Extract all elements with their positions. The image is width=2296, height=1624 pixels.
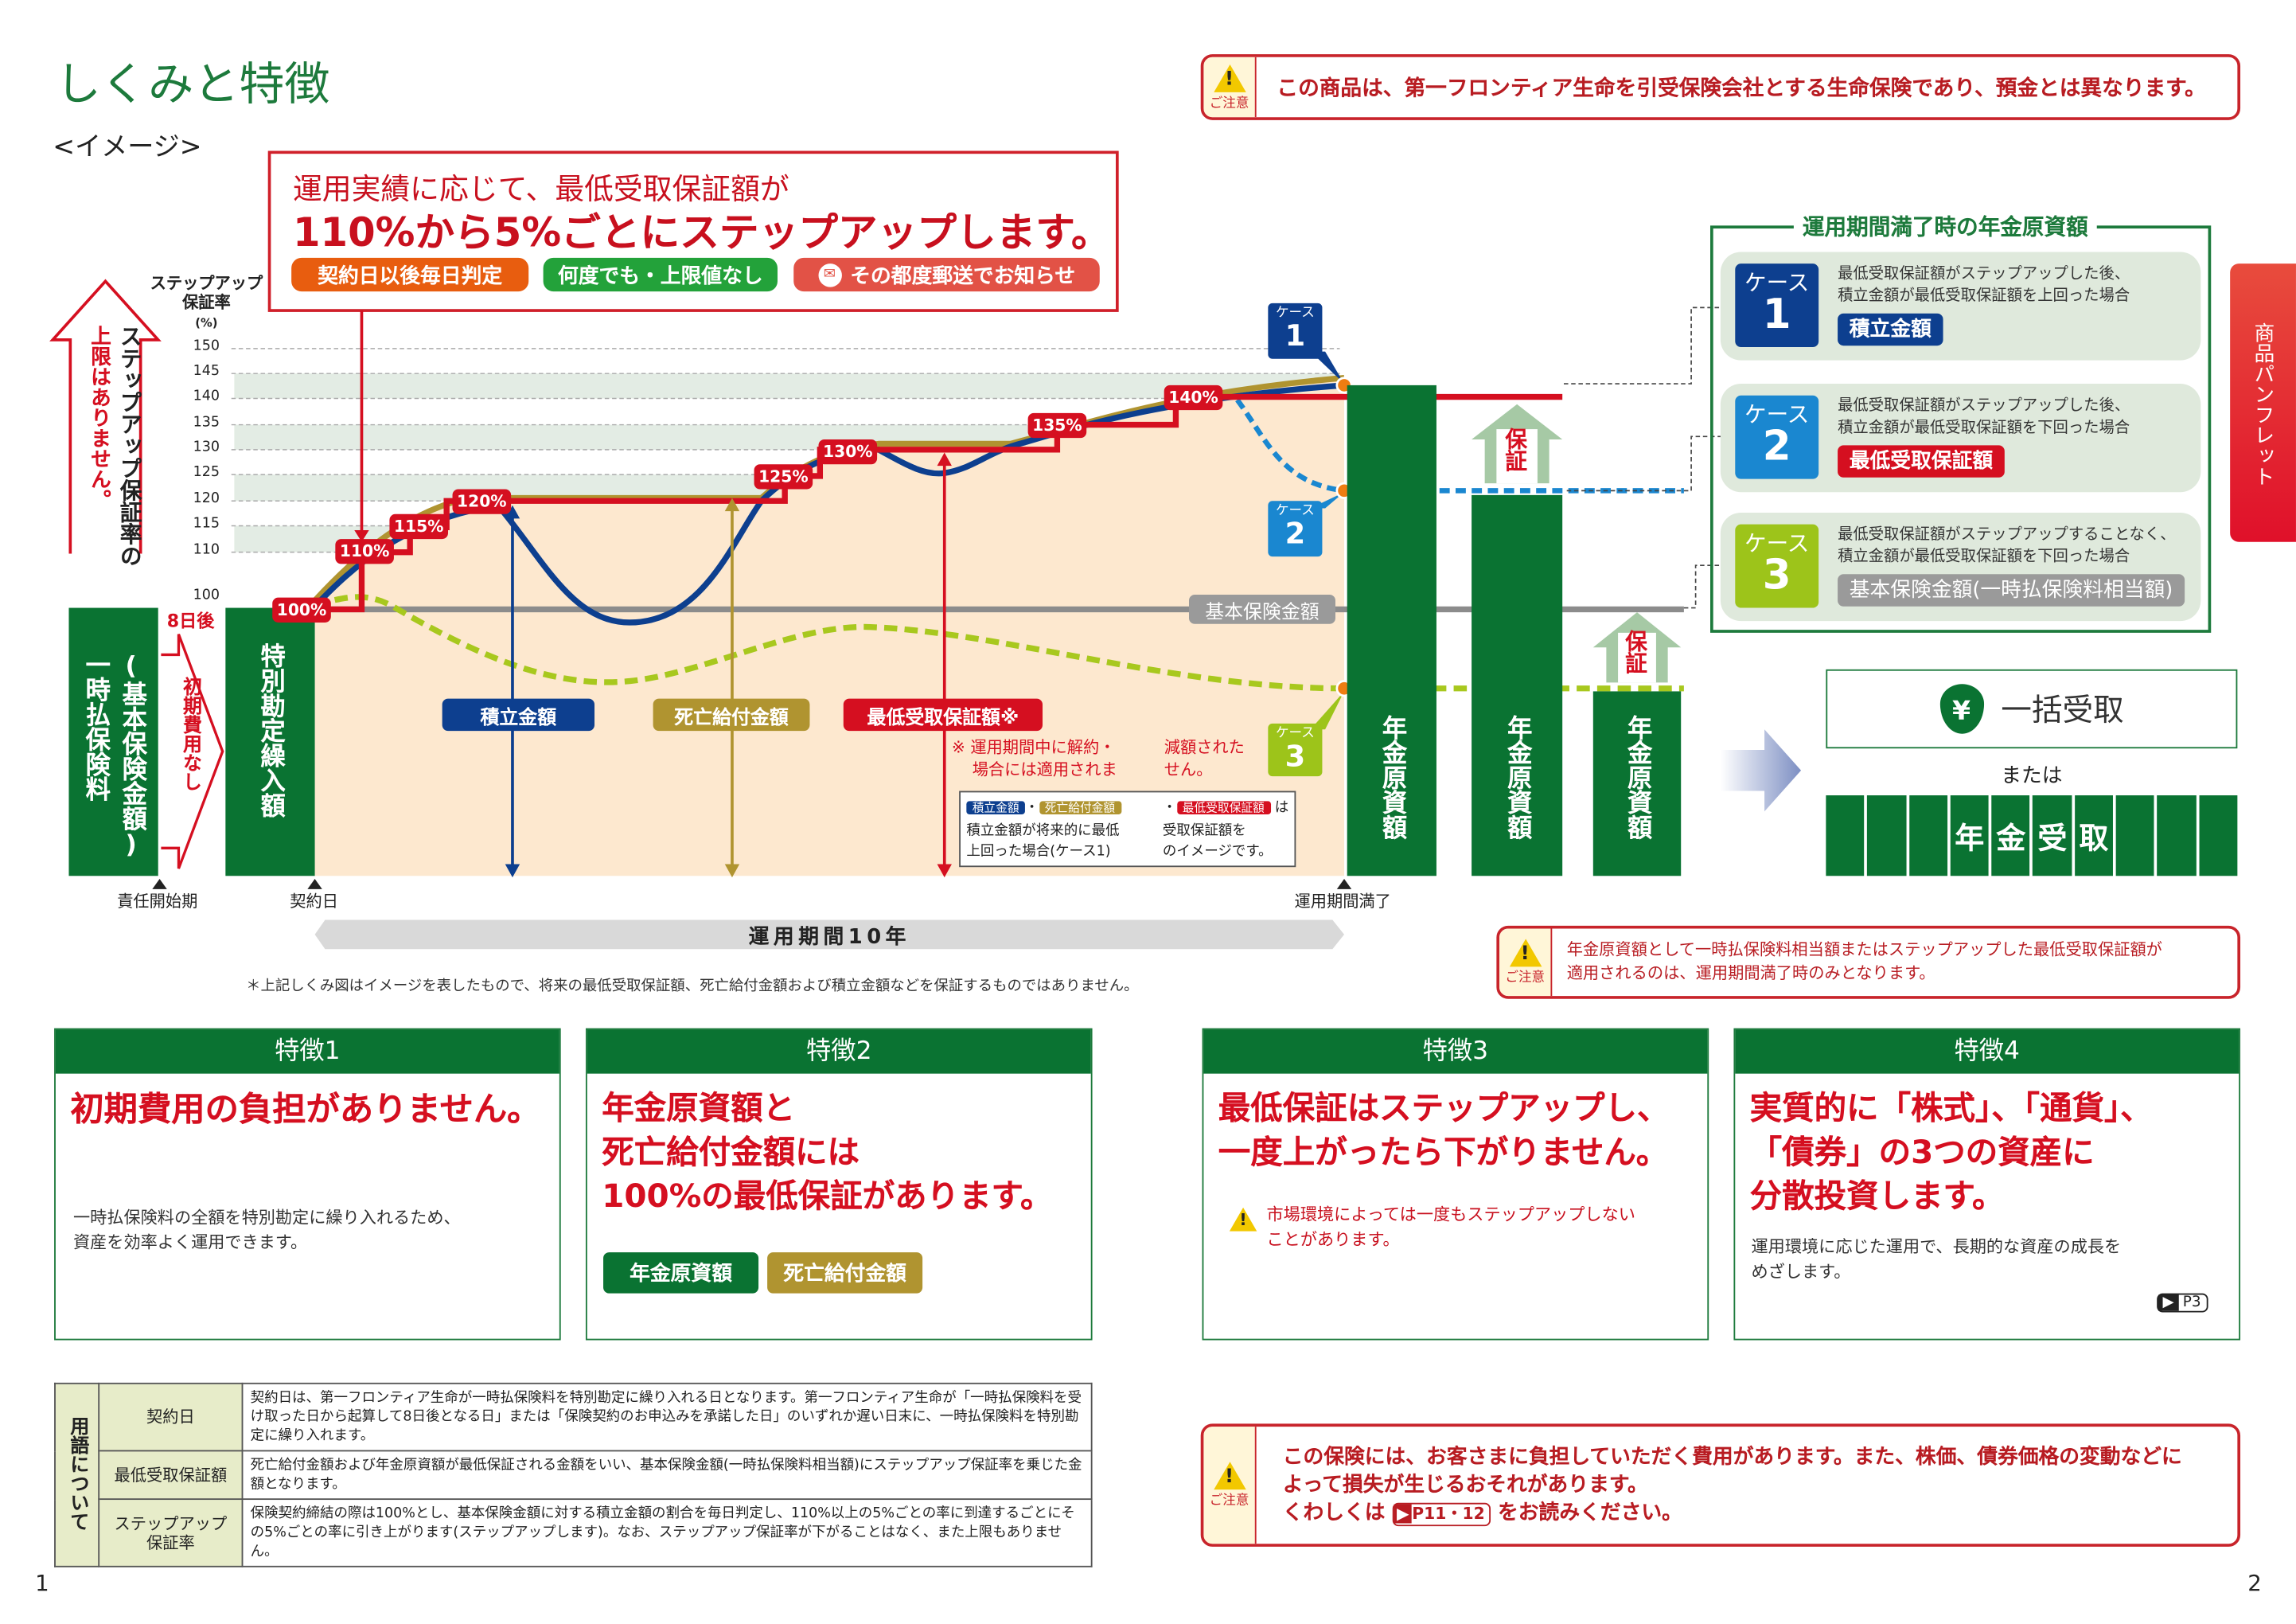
y-tick: 140: [193, 388, 220, 404]
maturity-panel-title: 運用期間満了時の年金原資額: [1793, 210, 2097, 242]
lump-sum-box: ¥ 一括受取: [1826, 669, 2238, 749]
period-band: [314, 919, 1345, 950]
callout-line1: 運用実績に応じて、最低受取保証額が: [292, 171, 789, 207]
y-axis-title: ステップアップ保証率(%): [150, 274, 263, 330]
page-ref-p3[interactable]: ▶P3: [2157, 1293, 2208, 1313]
axis-liability-start: 責任開始期: [117, 892, 198, 912]
page-number-left: 1: [35, 1570, 49, 1597]
pension-payout-bars: 年 金 受 取: [1826, 795, 2238, 876]
side-tab-pamphlet[interactable]: 商品パンフレット: [2230, 264, 2296, 542]
accumulated-arrow: [505, 505, 520, 878]
period-label: 運用期間10年: [748, 925, 910, 950]
guarantee-label: 保証: [1502, 427, 1529, 472]
diagram-footnote: ＊上記しくみ図はイメージを表したもので、将来の最低受取保証額、死亡給付金額および…: [246, 978, 1139, 995]
or-label: または: [2001, 764, 2063, 788]
caution-banner-mid: ご注意 年金原資額として一時払保険料相当額またはステップアップした最低受取保証額…: [1496, 925, 2241, 999]
band-140-145: [234, 373, 1340, 399]
y-tick: 100: [193, 587, 220, 604]
warning-icon: ご注意: [1203, 1427, 1257, 1544]
tag-pension: 年金原資額: [603, 1252, 759, 1294]
pension-bar-case2: 年金原資額: [1472, 494, 1563, 876]
table-row: 最低受取保証額 死亡給付金額および年金原資額が最低保証される金額をいい、基本保険…: [55, 1450, 1093, 1501]
step-label: 100%: [272, 597, 331, 623]
tag-death: 死亡給付金額: [767, 1252, 923, 1294]
warning-icon: ご注意: [1203, 57, 1257, 118]
mini-legend: 積立金額・死亡給付金額 ・最低受取保証額 は 積立金額が将来的に最低上回った場合…: [959, 791, 1296, 868]
y-tick: 110: [193, 541, 220, 559]
stepup-callout: 運用実績に応じて、最低受取保証額が 110%から5%ごとにステップアップします。…: [267, 150, 1119, 312]
premium-block: 一時払保険料(基本保険金額): [68, 607, 158, 876]
feature-card-4: 特徴4 実質的に「株式」、「通貨」、「債券」の3つの資産に分散投資します。 運用…: [1733, 1028, 2241, 1341]
step-label: 135%: [1027, 412, 1087, 439]
pension-bar-case1: 年金原資額: [1347, 385, 1436, 876]
min-guarantee-arrow: [937, 452, 952, 878]
y-tick: 145: [193, 363, 220, 380]
note-text-cont: 減額されたせん。: [1164, 738, 1245, 779]
page-number-right: 2: [2247, 1570, 2262, 1597]
y-tick: 120: [193, 490, 220, 507]
no-limit-text-2: 上限はありません。: [88, 325, 111, 510]
mail-icon: ✉: [817, 263, 842, 287]
warning-icon: [1227, 1205, 1259, 1233]
page-title: しくみと特徴: [55, 58, 330, 111]
base-amount-label: 基本保険金額: [1188, 594, 1335, 624]
y-tick: 115: [193, 515, 220, 532]
guarantee-label: 保証: [1622, 630, 1649, 674]
caution-banner-top: ご注意 この商品は、第一フロンティア生命を引受保険会社とする生命保険であり、預金…: [1200, 54, 2241, 120]
no-limit-text-1: ステップアップ保証率の: [117, 325, 144, 568]
y-tick: 130: [193, 439, 220, 456]
axis-maturity: 運用期間満了: [1294, 892, 1391, 912]
callout-line2: 110%から5%ごとにステップアップします。: [292, 210, 1111, 256]
no-initial-cost-arrow: [161, 634, 224, 869]
terms-heading: 用語について: [54, 1382, 100, 1567]
page-ref-p11-12[interactable]: ▶P11・12: [1392, 1501, 1491, 1526]
step-label: 125%: [754, 464, 813, 490]
step-label: 140%: [1164, 385, 1223, 411]
pension-bar-case3: 年金原資額: [1592, 691, 1682, 876]
eight-days-label: 8日後: [166, 611, 215, 631]
death-benefit-arrow: [724, 498, 740, 878]
case2-curve: [1235, 398, 1684, 494]
legend-accumulated: 積立金額: [442, 698, 594, 732]
legend-death-benefit: 死亡給付金額: [653, 698, 810, 732]
image-label: <イメージ>: [53, 131, 202, 163]
badge-daily: 契約日以後毎日判定: [291, 257, 529, 292]
no-limit-arrow: [49, 279, 162, 554]
payout-arrow: [1720, 729, 1802, 812]
axis-contract-day: 契約日: [290, 892, 339, 912]
y-tick: 150: [193, 338, 220, 355]
table-row: 用語について 契約日 契約日は、第一フロンティア生命が一時払保険料を特別勘定に繰…: [54, 1382, 1093, 1567]
yen-bag-icon: ¥: [1939, 684, 1984, 734]
special-account-block: 特別勘定繰入額: [225, 607, 315, 876]
feature-card-3: 特徴3 最低保証はステップアップし、一度上がったら下がりません。 市場環境によっ…: [1202, 1028, 1709, 1341]
badge-mail-notice: ✉その都度郵送でお知らせ: [793, 257, 1100, 292]
badge-no-limit: 何度でも・上限値なし: [543, 257, 778, 292]
legend-min-guarantee: 最低受取保証額※: [843, 698, 1043, 732]
case3-curve: [314, 594, 1684, 692]
warning-icon: ご注意: [1499, 928, 1553, 997]
step-label: 115%: [389, 513, 448, 540]
step-label: 130%: [818, 439, 878, 465]
step-label: 120%: [452, 489, 512, 514]
y-tick: 135: [193, 414, 220, 431]
caution-text: この商品は、第一フロンティア生命を引受保険会社とする生命保険であり、預金とは異な…: [1277, 77, 2206, 101]
caution-banner-bottom: ご注意 この保険には、お客さまに負担していただく費用があります。また、株価、債券…: [1200, 1423, 2241, 1547]
note-text: ※ 運用期間中に解約・場合には適用されま: [951, 738, 1117, 779]
y-tick: 125: [193, 464, 220, 481]
terms-table: 用語について 契約日 契約日は、第一フロンティア生命が一時払保険料を特別勘定に繰…: [54, 1382, 1093, 1567]
no-initial-cost-label: 初期費用なし: [178, 677, 201, 791]
step-label: 110%: [335, 539, 394, 564]
table-row: ステップアップ保証率 保険契約締結の際は100%とし、基本保険金額に対する積立金…: [55, 1498, 1093, 1567]
feature-card-1: 特徴1 初期費用の負担がありません。 一時払保険料の全額を特別勘定に繰り入れるた…: [54, 1028, 561, 1341]
